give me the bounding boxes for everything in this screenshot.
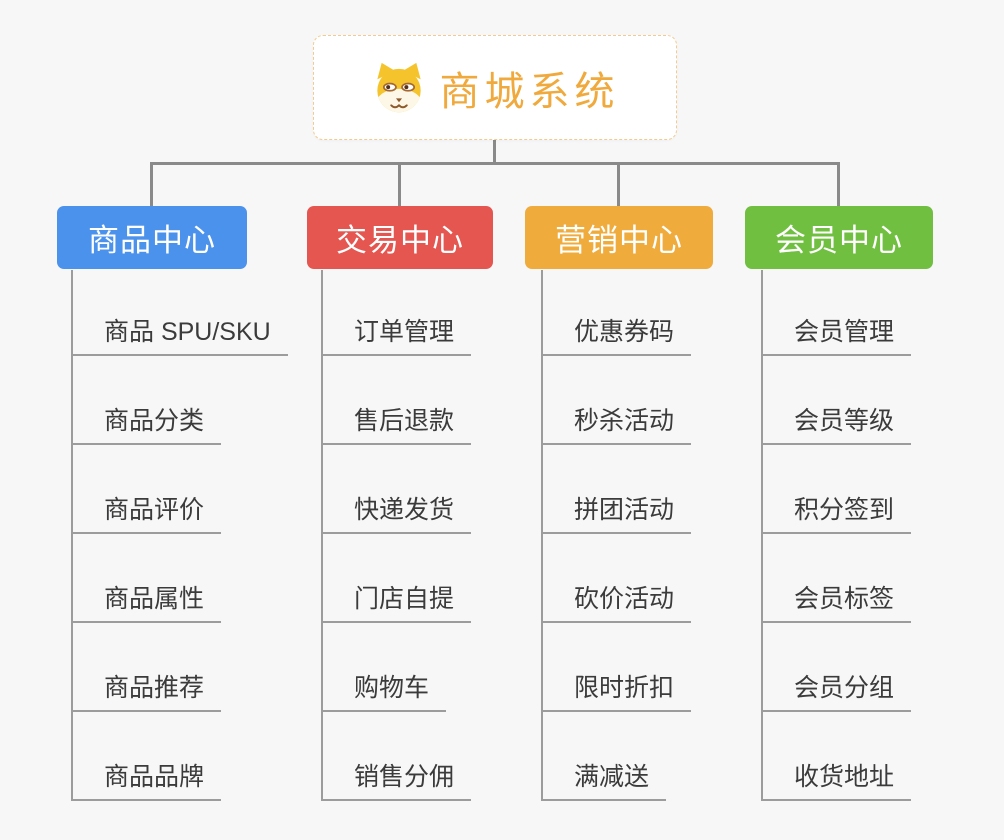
leaf-node[interactable]: 商品品牌 xyxy=(71,755,222,801)
leaf-node[interactable]: 秒杀活动 xyxy=(541,399,692,445)
leaf-node[interactable]: 优惠券码 xyxy=(541,310,692,356)
branch-trunk-line xyxy=(321,270,323,801)
connector-line xyxy=(837,162,840,207)
leaf-node[interactable]: 门店自提 xyxy=(321,577,472,623)
leaf-node[interactable]: 订单管理 xyxy=(321,310,472,356)
branch-trunk-line xyxy=(761,270,763,801)
leaf-node[interactable]: 购物车 xyxy=(321,666,447,712)
connector-line xyxy=(150,162,153,207)
branch-product-center[interactable]: 商品中心 xyxy=(57,206,247,269)
leaf-node[interactable]: 商品属性 xyxy=(71,577,222,623)
leaf-node[interactable]: 积分签到 xyxy=(761,488,912,534)
branch-member-center[interactable]: 会员中心 xyxy=(745,206,933,269)
dog-icon xyxy=(371,62,427,114)
leaf-node[interactable]: 商品推荐 xyxy=(71,666,222,712)
branch-trade-center[interactable]: 交易中心 xyxy=(307,206,493,269)
leaf-node[interactable]: 商品 SPU/SKU xyxy=(71,310,288,356)
leaf-node[interactable]: 会员管理 xyxy=(761,310,912,356)
leaf-node[interactable]: 会员分组 xyxy=(761,666,912,712)
leaf-node[interactable]: 商品评价 xyxy=(71,488,222,534)
branch-trunk-line xyxy=(541,270,543,801)
connector-line xyxy=(617,162,620,207)
leaf-node[interactable]: 会员标签 xyxy=(761,577,912,623)
branch-trunk-line xyxy=(71,270,73,801)
leaf-node[interactable]: 销售分佣 xyxy=(321,755,472,801)
leaf-node[interactable]: 限时折扣 xyxy=(541,666,692,712)
leaf-node[interactable]: 拼团活动 xyxy=(541,488,692,534)
root-title: 商城系统 xyxy=(439,69,620,114)
leaf-node[interactable]: 砍价活动 xyxy=(541,577,692,623)
leaf-node[interactable]: 售后退款 xyxy=(321,399,472,445)
leaf-node[interactable]: 快递发货 xyxy=(321,488,472,534)
leaf-node[interactable]: 商品分类 xyxy=(71,399,222,445)
root-node[interactable]: 商城系统 xyxy=(313,35,677,140)
connector-line xyxy=(150,162,840,165)
leaf-node[interactable]: 收货地址 xyxy=(761,755,912,801)
leaf-node[interactable]: 会员等级 xyxy=(761,399,912,445)
connector-line xyxy=(398,162,401,207)
leaf-node[interactable]: 满减送 xyxy=(541,755,667,801)
connector-line xyxy=(493,140,496,164)
branch-marketing-center[interactable]: 营销中心 xyxy=(525,206,713,269)
